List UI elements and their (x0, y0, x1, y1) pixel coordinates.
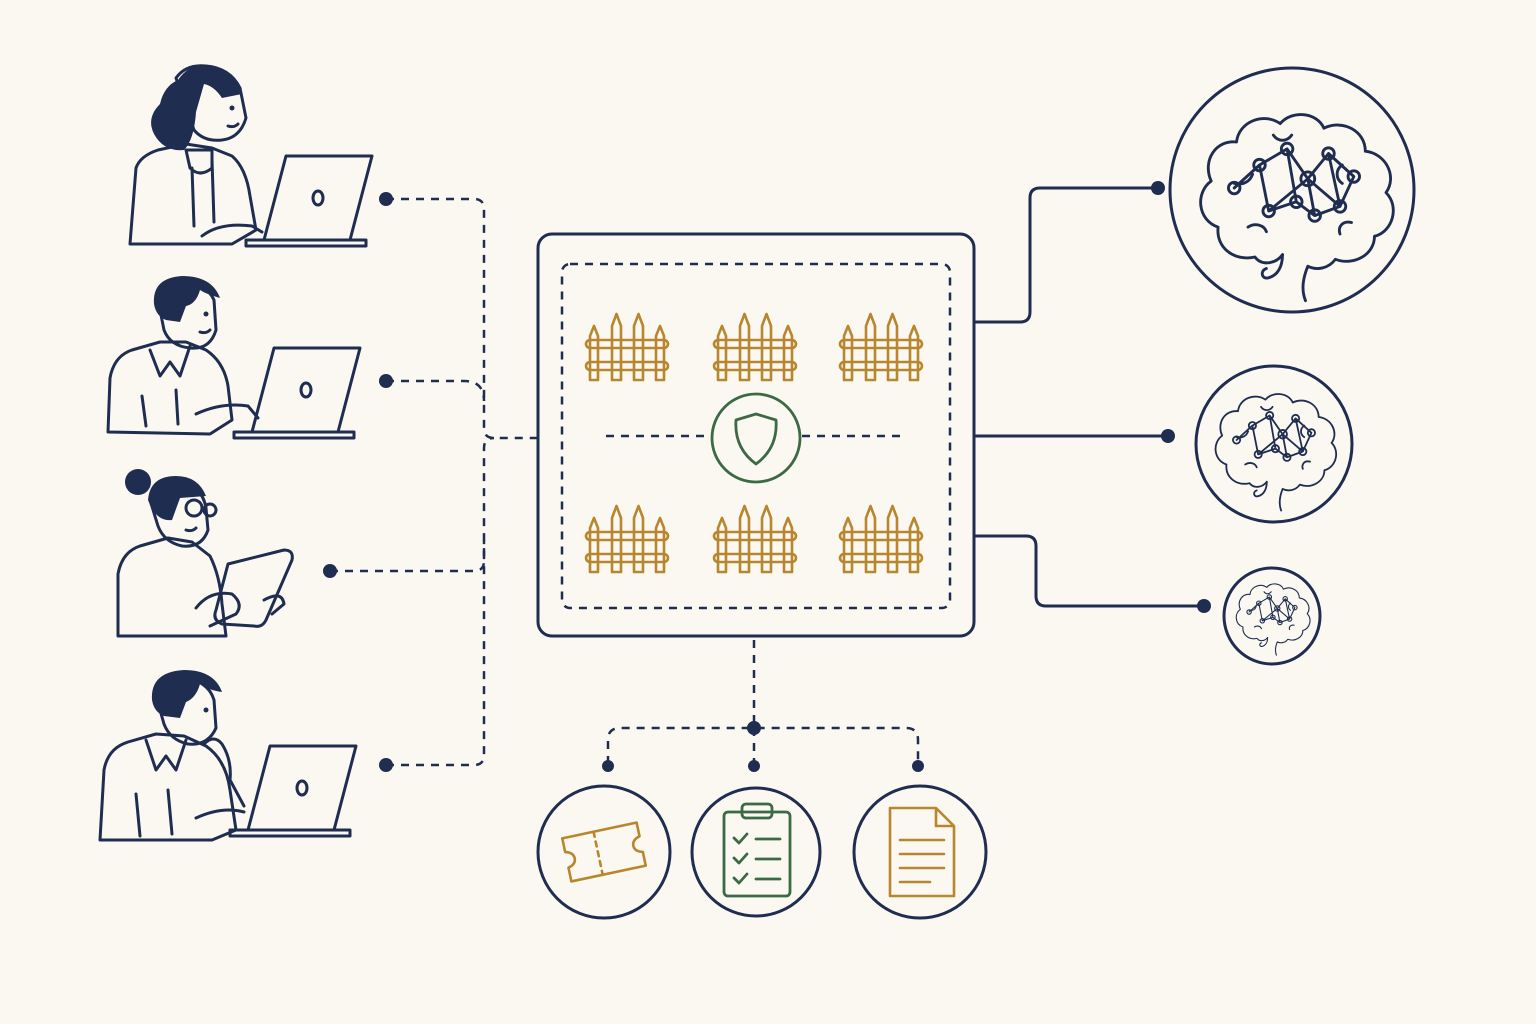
connector-dot (748, 760, 760, 772)
guardrail-gateway (536, 232, 976, 638)
model-connectors (972, 181, 1211, 613)
connector-dot (747, 721, 761, 735)
connector-dot (1197, 599, 1211, 613)
shield-icon (710, 392, 802, 484)
connector-dot (379, 374, 393, 388)
brain-network-small-icon (1222, 566, 1322, 666)
connector-dot (379, 192, 393, 206)
connector-dot (1161, 429, 1175, 443)
connector-dot (602, 760, 614, 772)
connector-dot (1151, 181, 1165, 195)
woman-tablet-icon (116, 469, 294, 638)
man-laptop-icon (106, 276, 362, 440)
user-connectors (323, 192, 538, 772)
connector-dot (912, 760, 924, 772)
output-connectors (602, 640, 924, 772)
connector-dot (323, 564, 337, 578)
document-icon (852, 784, 988, 920)
connector-dot (379, 758, 393, 772)
clipboard-checklist-icon (690, 786, 822, 918)
brain-network-large-icon (1168, 66, 1416, 314)
man-thinking-laptop-icon (98, 670, 358, 842)
brain-network-medium-icon (1194, 364, 1354, 524)
ticket-icon (536, 784, 672, 920)
woman-laptop-icon (128, 64, 374, 248)
